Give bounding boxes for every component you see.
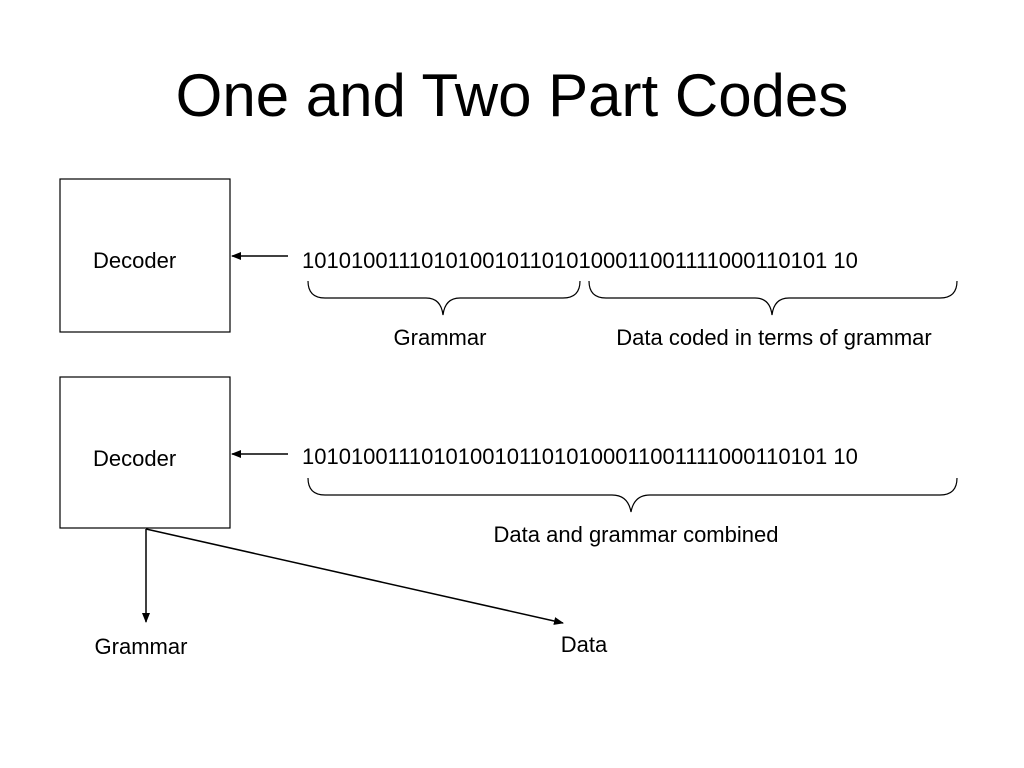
slide-title: One and Two Part Codes [175, 62, 849, 129]
top-grammar-label: Grammar [393, 325, 487, 350]
output-data-label: Data [560, 632, 608, 657]
bottom-combined-label: Data and grammar combined [493, 522, 779, 547]
bottom-bitstring: 1010100111010100101101010001100111100011… [302, 444, 858, 469]
data-output-arrow [145, 528, 564, 625]
top-bitstring: 1010100111010100101101010001100111100011… [302, 248, 858, 273]
top-decoder-label: Decoder [93, 248, 177, 273]
top-data-label: Data coded in terms of grammar [616, 325, 932, 350]
bottom-combined-brace [307, 477, 958, 513]
bottom-decoder-box [59, 376, 231, 529]
bottom-decoder-label: Decoder [93, 446, 177, 471]
output-grammar-label: Grammar [94, 634, 188, 659]
top-grammar-brace [307, 280, 581, 316]
top-data-brace [588, 280, 958, 316]
top-decoder-box [59, 178, 231, 333]
